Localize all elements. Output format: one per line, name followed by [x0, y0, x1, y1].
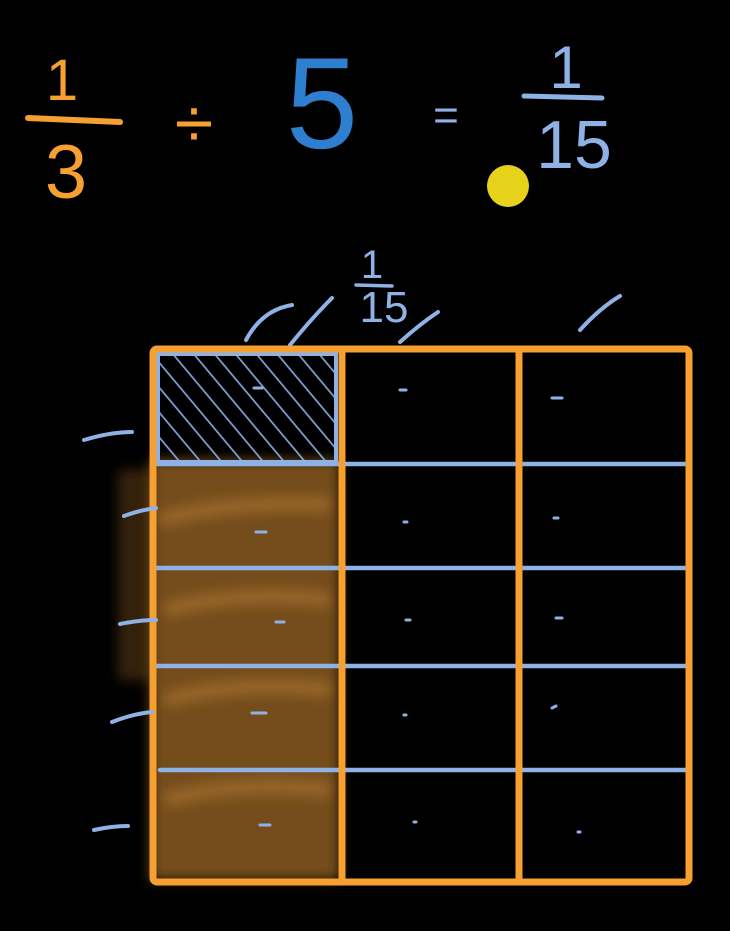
left-denominator: 3 [45, 130, 87, 215]
row-divider-lines [153, 461, 693, 773]
pointer-dot [487, 165, 529, 207]
highlighted-cell [156, 352, 338, 464]
cell-marks [250, 386, 582, 834]
result-denominator: 15 [536, 107, 612, 183]
left-fraction-bar [25, 115, 123, 125]
grid-label-fraction: 1 15 [354, 243, 409, 332]
shaded-column [118, 460, 340, 880]
fraction-one-third: 1 3 [25, 48, 123, 215]
grid-frame [149, 345, 693, 886]
grid-label-bar [354, 283, 394, 288]
grid-outline [149, 345, 693, 886]
divisor-five: 5 [286, 30, 358, 176]
division-sign: ÷ [175, 84, 213, 162]
grid-label-numerator: 1 [361, 243, 383, 287]
result-numerator: 1 [549, 34, 582, 101]
left-tick-marks [82, 430, 158, 832]
equals-sign: = [433, 91, 459, 140]
top-tick-marks [244, 294, 622, 347]
result-fraction-bar [521, 93, 605, 101]
left-numerator: 1 [46, 48, 78, 113]
equation: 1 3 ÷ 5 = 1 15 [25, 30, 612, 215]
grid-label-denominator: 15 [360, 283, 409, 332]
fraction-one-fifteenth: 1 15 [521, 34, 612, 183]
